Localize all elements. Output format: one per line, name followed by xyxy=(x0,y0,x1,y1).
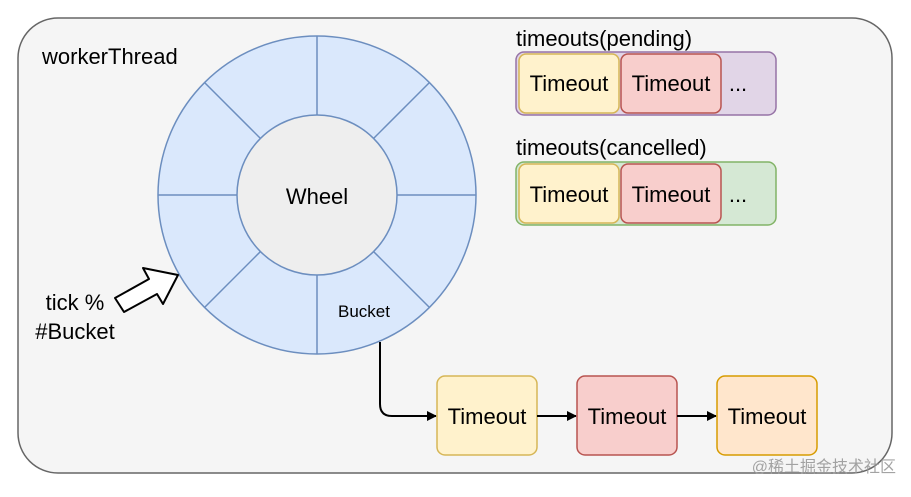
wheel-hub xyxy=(236,114,398,276)
chain-timeout-label: Timeout xyxy=(728,404,807,429)
cancelled-timeout-node xyxy=(620,163,722,224)
pending-timeout-node xyxy=(518,53,620,114)
watermark: @稀土掘金技术社区 xyxy=(752,458,896,476)
bucket-divider xyxy=(372,250,430,308)
wheel-spokes xyxy=(158,36,476,354)
tick-pointer-arrow xyxy=(114,267,179,313)
pending-title: timeouts(pending) xyxy=(516,26,692,51)
cancelled-more-ellipsis: ... xyxy=(729,182,747,207)
tick-label-line2: #Bucket xyxy=(35,319,115,344)
cancelled-timeout-label: Timeout xyxy=(530,182,609,207)
pending-timeout-node xyxy=(620,53,722,114)
cancelled-timeout-label: Timeout xyxy=(632,182,711,207)
bucket-to-chain-arrow xyxy=(379,342,437,421)
bucket-divider xyxy=(204,82,262,140)
bucket-divider xyxy=(372,82,430,140)
chain-timeout-node xyxy=(716,375,818,456)
chain-timeout-label: Timeout xyxy=(448,404,527,429)
pending-timeout-label: Timeout xyxy=(632,71,711,96)
wheel-label: Wheel xyxy=(286,184,348,209)
pending-more-ellipsis: ... xyxy=(729,71,747,96)
worker-thread-label: workerThread xyxy=(41,44,178,69)
chain-timeout-label: Timeout xyxy=(588,404,667,429)
bucket-divider xyxy=(204,250,262,308)
bucket-label: Bucket xyxy=(338,302,390,321)
cancelled-timeout-node xyxy=(518,163,620,224)
pending-timeout-label: Timeout xyxy=(530,71,609,96)
cancelled-title: timeouts(cancelled) xyxy=(516,135,707,160)
tick-label-line1: tick % xyxy=(46,290,105,315)
